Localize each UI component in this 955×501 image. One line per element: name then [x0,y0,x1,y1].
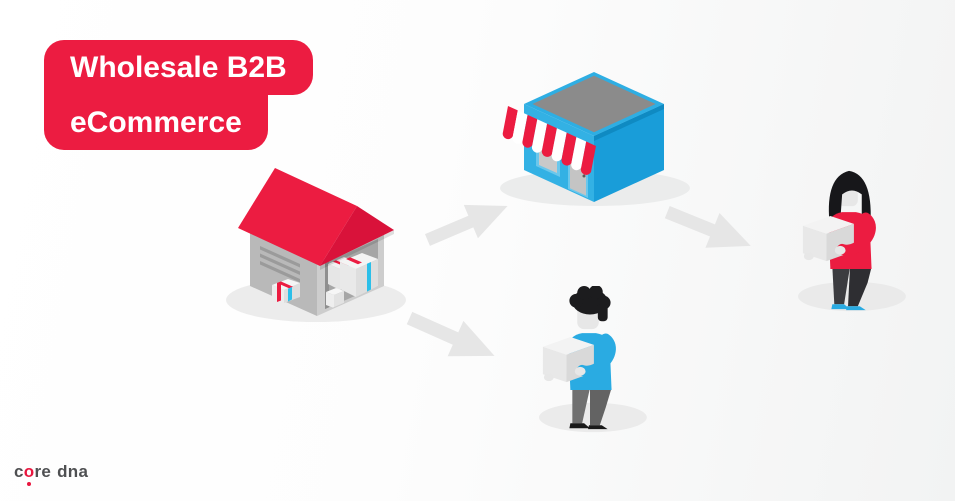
store-roof [532,75,656,133]
pants [832,266,850,305]
shoe [846,306,866,311]
logo-o-mark: o [23,462,35,481]
shoe [831,304,850,310]
person-carrying-box-icon-red [792,165,907,317]
title-badge: Wholesale B2B eCommerce [44,40,313,150]
warehouse-icon [222,168,407,326]
hair [828,170,871,222]
hair [569,286,611,322]
storefront-icon [496,60,691,212]
hand [574,366,586,376]
arrow-warehouse-to-store [415,194,520,252]
store-roof-edge-shade [594,104,664,141]
warehouse-roof-gable [320,206,394,266]
warehouse-vents [260,246,300,283]
hand [803,252,814,261]
title-line-2: eCommerce [44,95,268,150]
arm [576,333,616,377]
warehouse-outside-box [272,279,300,303]
person-carrying-box-icon-blue [532,286,647,438]
arrow-store-to-customer [655,199,763,259]
pants [572,387,590,424]
store-awning [502,106,596,175]
shoe [588,425,608,430]
hand [543,373,554,382]
shoe [569,423,590,429]
carried-box [802,215,854,262]
warehouse-roof-slope [238,168,357,266]
arm [836,212,876,256]
pants [589,387,612,426]
arrow-warehouse-to-customer [396,306,508,368]
pants [848,266,872,307]
warehouse-stacked-boxes [326,253,378,308]
carried-box [542,336,594,383]
hand [834,245,846,255]
title-line-1: Wholesale B2B [44,40,313,95]
roof-shadow-band [320,230,394,270]
